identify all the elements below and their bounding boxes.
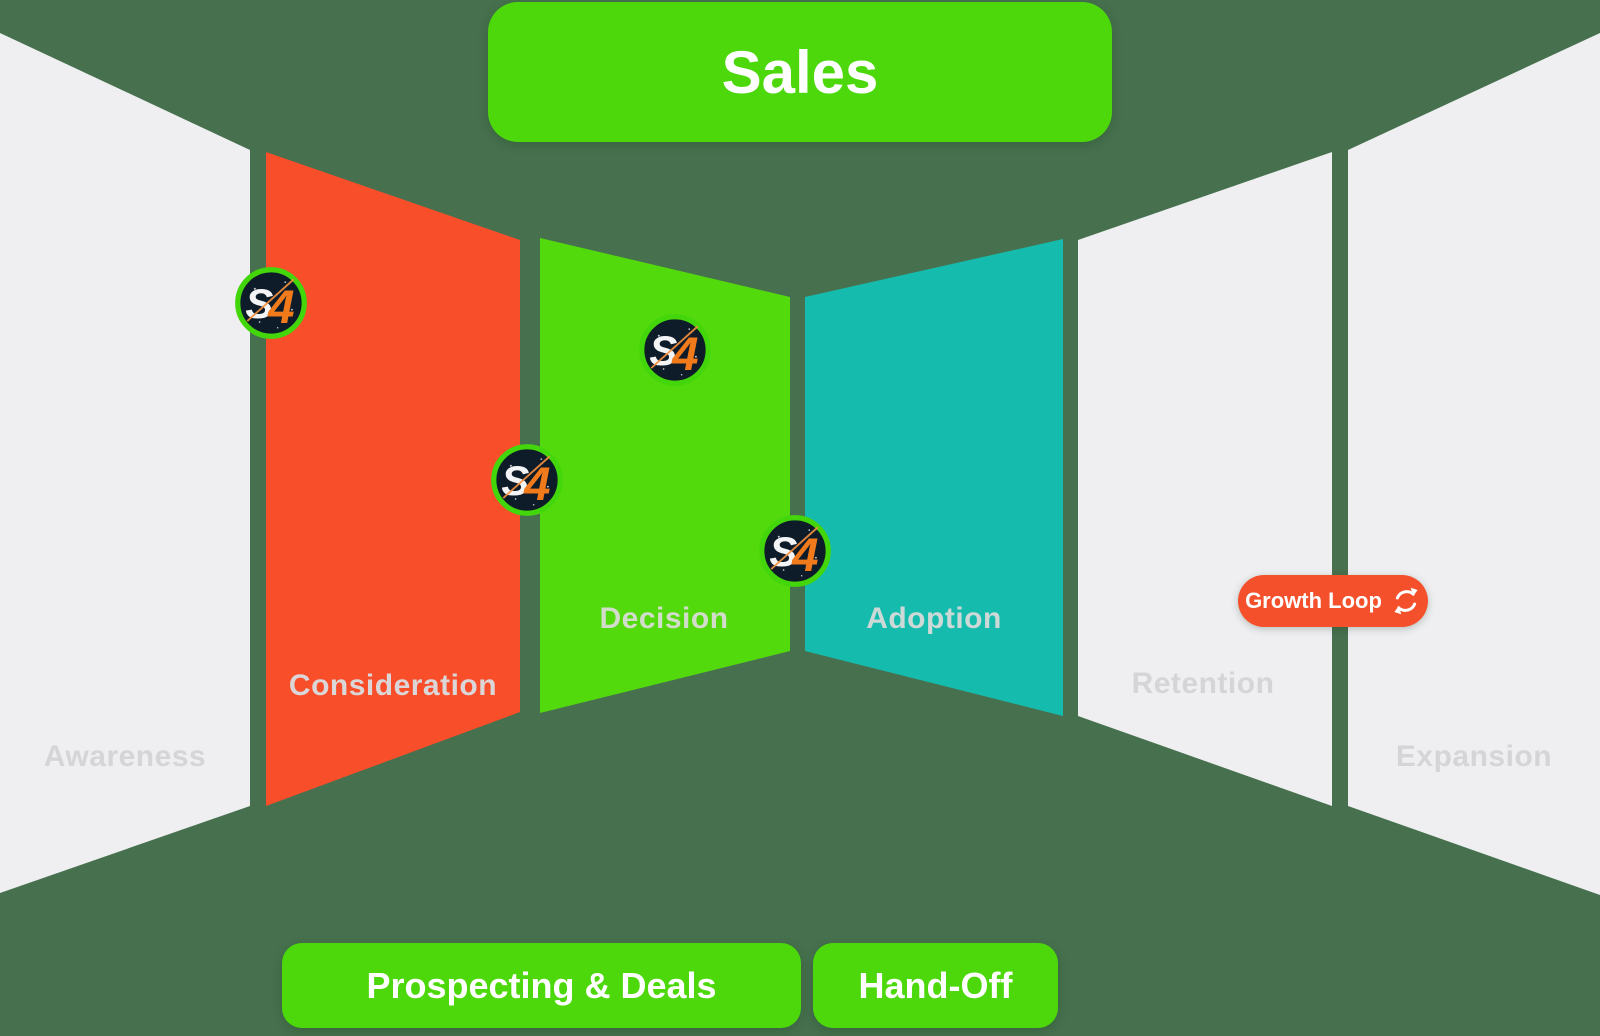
stage-panel-expansion: Expansion bbox=[1348, 33, 1600, 895]
stage-panel-retention: Retention bbox=[1078, 152, 1332, 806]
svg-text:4: 4 bbox=[791, 529, 818, 582]
sync-circular-arrows-icon bbox=[1394, 587, 1418, 615]
sales-header-label: Sales bbox=[721, 38, 879, 106]
stage-label-retention: Retention bbox=[1131, 667, 1275, 700]
s4-logo-icon: S 4 bbox=[639, 314, 711, 386]
svg-text:4: 4 bbox=[671, 328, 698, 381]
prospecting-deals-button[interactable]: Prospecting & Deals bbox=[282, 943, 801, 1028]
stage-panel-adoption: Adoption bbox=[805, 239, 1063, 716]
growth-loop-label: Growth Loop bbox=[1245, 588, 1382, 613]
hand-off-button[interactable]: Hand-Off bbox=[813, 943, 1058, 1028]
growth-loop-badge[interactable]: Growth Loop bbox=[1238, 575, 1428, 627]
s4-logo-badge: S 4 bbox=[233, 265, 309, 341]
s4-logo-badge: S 4 bbox=[757, 513, 833, 589]
stage-label-consideration: Consideration bbox=[288, 669, 498, 702]
s4-logo-badge: S 4 bbox=[637, 312, 713, 388]
stage-label-adoption: Adoption bbox=[866, 602, 1002, 635]
stage-panel-decision: Decision bbox=[540, 238, 790, 713]
stage-label-decision: Decision bbox=[599, 602, 729, 635]
sales-header-button[interactable]: Sales bbox=[488, 2, 1112, 142]
stage-label-awareness: Awareness bbox=[43, 740, 207, 773]
stage-label-expansion: Expansion bbox=[1395, 740, 1553, 773]
hand-off-label: Hand-Off bbox=[858, 964, 1013, 1006]
s4-logo-icon: S 4 bbox=[235, 267, 307, 339]
stage-panel-awareness: Awareness bbox=[0, 33, 250, 893]
s4-logo-icon: S 4 bbox=[491, 444, 563, 516]
prospecting-deals-label: Prospecting & Deals bbox=[366, 964, 717, 1006]
svg-text:4: 4 bbox=[267, 281, 294, 334]
svg-text:4: 4 bbox=[523, 458, 550, 511]
stage-panel-consideration: Consideration bbox=[266, 152, 520, 806]
s4-logo-icon: S 4 bbox=[759, 515, 831, 587]
s4-logo-badge: S 4 bbox=[489, 442, 565, 518]
